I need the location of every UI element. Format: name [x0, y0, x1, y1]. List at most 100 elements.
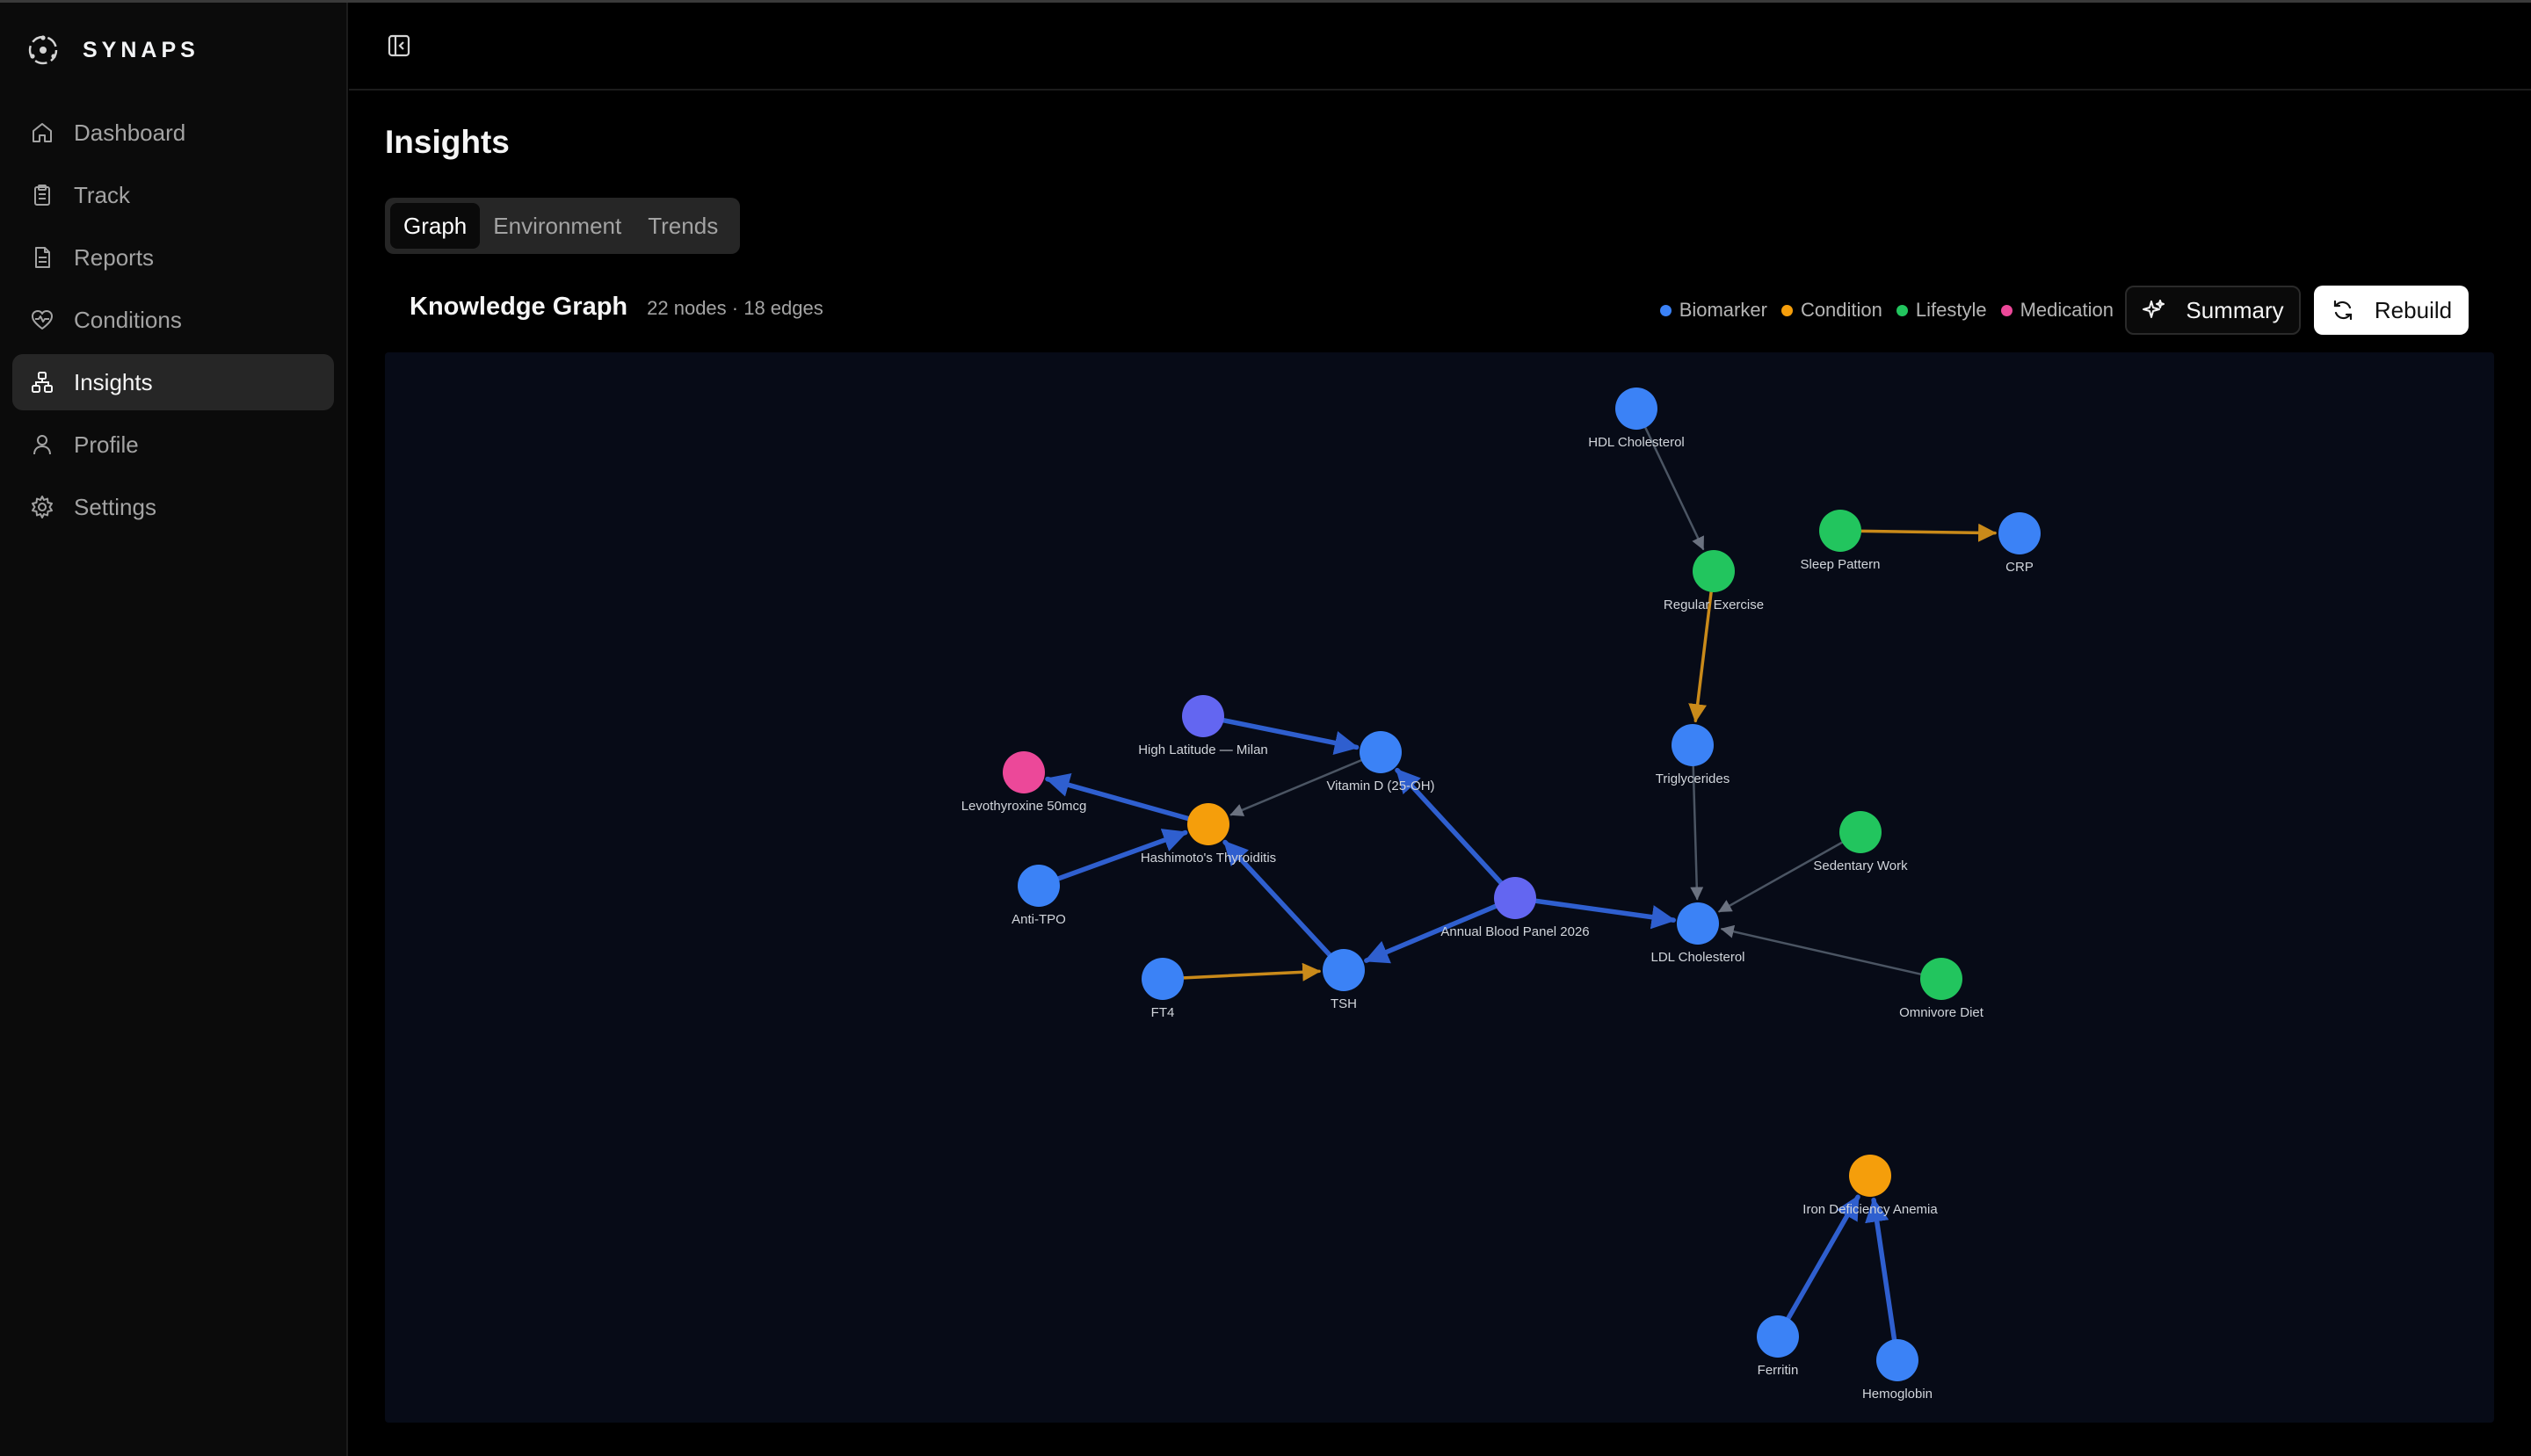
graph-node-label: LDL Cholesterol	[1651, 950, 1745, 965]
graph-edge-omnivore-ldl	[1720, 924, 1922, 975]
graph-node-label: FT4	[1151, 1005, 1175, 1020]
graph-node-circle[interactable]	[1819, 510, 1861, 552]
graph-node-trig[interactable]: Triglycerides	[1656, 724, 1730, 786]
graph-node-panel[interactable]: Annual Blood Panel 2026	[1440, 877, 1590, 939]
graph-node-label: Hemoglobin	[1862, 1387, 1933, 1402]
graph-edge-ft4-tsh	[1182, 962, 1322, 982]
graph-edge-panel-tsh	[1364, 903, 1498, 964]
graph-node-label: CRP	[2005, 560, 2034, 575]
legend-item-medication: Medication	[2000, 299, 2114, 322]
sidebar-item-dashboard[interactable]: Dashboard	[12, 105, 334, 161]
graph-node-exercise[interactable]: Regular Exercise	[1664, 550, 1764, 612]
sidebar-item-track[interactable]: Track	[12, 167, 334, 223]
graph-node-circle[interactable]	[1757, 1315, 1799, 1358]
graph-node-label: Omnivore Diet	[1899, 1005, 1984, 1020]
sidebar-item-profile[interactable]: Profile	[12, 417, 334, 473]
graph-node-antitpo[interactable]: Anti-TPO	[1012, 865, 1066, 927]
graph-node-iron[interactable]: Iron Deficiency Anemia	[1802, 1155, 1938, 1217]
insights-tabs: Graph Environment Trends	[385, 198, 740, 254]
graph-node-ferritin[interactable]: Ferritin	[1757, 1315, 1799, 1378]
graph-node-circle[interactable]	[1018, 865, 1060, 907]
file-text-icon	[35, 247, 50, 268]
graph-node-circle[interactable]	[1615, 388, 1657, 430]
graph-node-label: Anti-TPO	[1012, 912, 1066, 927]
tab-graph[interactable]: Graph	[390, 203, 481, 249]
tab-trends[interactable]: Trends	[648, 212, 719, 239]
graph-node-label: TSH	[1331, 996, 1357, 1011]
tab-environment[interactable]: Environment	[493, 212, 622, 239]
graph-node-hemo[interactable]: Hemoglobin	[1862, 1339, 1933, 1402]
graph-node-sedentary[interactable]: Sedentary Work	[1813, 811, 1908, 873]
graph-legend: Biomarker Condition Lifestyle Medication	[1646, 299, 2114, 322]
graph-node-omnivore[interactable]: Omnivore Diet	[1899, 958, 1984, 1020]
brand[interactable]: SYNAPS	[26, 33, 199, 68]
user-icon	[33, 435, 51, 455]
graph-node-label: Annual Blood Panel 2026	[1440, 924, 1589, 939]
sidebar-toggle-icon[interactable]	[386, 33, 412, 59]
graph-edge-hdl-exercise	[1644, 426, 1705, 551]
legend-dot	[2000, 304, 2012, 316]
graph-node-label: Sleep Pattern	[1801, 557, 1881, 572]
sparkles-icon	[2143, 300, 2165, 318]
graph-node-circle[interactable]	[1142, 958, 1184, 1000]
graph-node-circle[interactable]	[1693, 550, 1735, 592]
sidebar-item-conditions[interactable]: Conditions	[12, 292, 334, 348]
graph-edge-highlat-vitd	[1221, 718, 1360, 755]
graph-edge-hashi-levo	[1045, 773, 1191, 822]
graph-node-circle[interactable]	[1360, 731, 1402, 773]
top-bar	[349, 3, 2531, 91]
clipboard-icon	[34, 185, 50, 206]
legend-item-lifestyle: Lifestyle	[1896, 299, 1987, 322]
graph-node-circle[interactable]	[1998, 512, 2041, 554]
graph-node-levo[interactable]: Levothyroxine 50mcg	[961, 751, 1087, 814]
sidebar-item-insights[interactable]: Insights	[12, 354, 334, 410]
legend-item-condition: Condition	[1780, 299, 1882, 322]
graph-node-hashi[interactable]: Hashimoto's Thyroiditis	[1141, 803, 1276, 866]
sidebar-item-reports[interactable]: Reports	[12, 229, 334, 286]
graph-node-label: Levothyroxine 50mcg	[961, 799, 1087, 814]
sidebar-item-settings[interactable]: Settings	[12, 479, 334, 535]
graph-node-sleep[interactable]: Sleep Pattern	[1801, 510, 1881, 572]
graph-edge-sleep-crp	[1860, 523, 1998, 542]
graph-node-circle[interactable]	[1920, 958, 1962, 1000]
graph-node-crp[interactable]: CRP	[1998, 512, 2041, 575]
graph-node-ldl[interactable]: LDL Cholesterol	[1651, 902, 1745, 965]
graph-node-label: Sedentary Work	[1813, 858, 1908, 873]
home-icon	[33, 123, 52, 142]
graph-edge-exercise-trig	[1688, 590, 1713, 723]
graph-node-label: High Latitude — Milan	[1138, 742, 1268, 757]
rebuild-button[interactable]: Rebuild	[2314, 286, 2469, 335]
graph-node-circle[interactable]	[1003, 751, 1045, 793]
graph-node-circle[interactable]	[1677, 902, 1719, 945]
graph-node-hdl[interactable]: HDL Cholesterol	[1588, 388, 1685, 450]
graph-node-circle[interactable]	[1182, 695, 1224, 737]
graph-node-tsh[interactable]: TSH	[1323, 949, 1365, 1011]
graph-node-highlat[interactable]: High Latitude — Milan	[1138, 695, 1268, 757]
graph-node-ft4[interactable]: FT4	[1142, 958, 1184, 1020]
graph-node-vitd[interactable]: Vitamin D (25-OH)	[1326, 731, 1435, 793]
legend-dot	[1659, 304, 1672, 316]
graph-edge-hemo-iron	[1865, 1197, 1897, 1343]
summary-button[interactable]: Summary	[2125, 286, 2301, 335]
graph-header: Knowledge Graph 22 nodes · 18 edges	[410, 293, 823, 328]
refresh-icon	[2333, 300, 2353, 321]
graph-edge-panel-vitd	[1395, 767, 1504, 886]
graph-edge-trig-ldl	[1690, 764, 1704, 901]
graph-edge-vitd-hashi	[1229, 759, 1363, 816]
graph-node-circle[interactable]	[1672, 724, 1714, 766]
graph-edge-sedentary-ldl	[1718, 841, 1844, 913]
graph-node-circle[interactable]	[1494, 877, 1536, 919]
graph-node-edge-count: 22 nodes · 18 edges	[647, 297, 823, 319]
graph-node-circle[interactable]	[1839, 811, 1882, 853]
graph-node-circle[interactable]	[1187, 803, 1229, 845]
page-title: Insights	[385, 124, 510, 160]
graph-node-label: Ferritin	[1758, 1363, 1799, 1378]
graph-node-circle[interactable]	[1876, 1339, 1918, 1381]
graph-node-circle[interactable]	[1849, 1155, 1891, 1197]
graph-node-label: Hashimoto's Thyroiditis	[1141, 851, 1276, 866]
graph-node-circle[interactable]	[1323, 949, 1365, 991]
legend-item-biomarker: Biomarker	[1659, 299, 1767, 322]
